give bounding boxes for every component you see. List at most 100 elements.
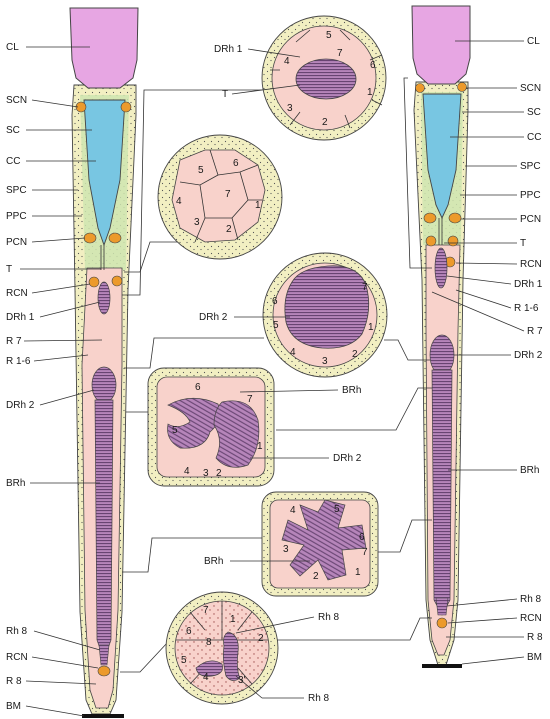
s1-cell-7: 7 xyxy=(337,48,343,59)
right-label-bm: BM xyxy=(527,652,542,663)
section-rh8: 7 1 6 2 8 5 4 3' Rh 8 Rh 8 xyxy=(165,591,340,705)
s3-cell-7: 7 xyxy=(362,282,368,293)
s6-cell-5: 5 xyxy=(181,655,187,666)
s4-cell-3: 3 xyxy=(203,468,209,479)
right-distal-rhabdom-2 xyxy=(429,334,455,376)
s6-cell-1: 1 xyxy=(230,614,236,625)
right-basement-membrane xyxy=(422,664,462,668)
s2-cell-6: 6 xyxy=(233,158,239,169)
left-rhabdom-8 xyxy=(98,644,110,666)
section-drh2: 6 7 5 4 3 2 1 DRh 2 xyxy=(199,252,388,378)
left-corneal-lens xyxy=(69,7,139,89)
s5-cell-6: 6 xyxy=(359,532,365,543)
left-label-pcn: PCN xyxy=(6,237,27,248)
s4-label-drh2: DRh 2 xyxy=(333,453,362,464)
s3-label-drh2: DRh 2 xyxy=(199,312,228,323)
section-4-rhabdom-b xyxy=(213,400,260,468)
left-pigment-nucleus-r xyxy=(108,232,122,244)
s5-cell-4: 4 xyxy=(290,505,296,516)
s5-cell-7: 7 xyxy=(362,547,368,558)
left-label-group: CL SCN SC CC SPC PPC PCN T RCN DRh 1 R 7… xyxy=(6,42,103,717)
s1-cell-3: 3 xyxy=(287,103,293,114)
right-pigment-nucleus-l xyxy=(423,212,437,224)
s4-cell-5: 5 xyxy=(172,425,178,436)
s6-label-rh8-top: Rh 8 xyxy=(318,612,340,623)
left-label-spc: SPC xyxy=(6,185,27,196)
s5-cell-3: 3 xyxy=(283,544,289,555)
s6-cell-4: 4 xyxy=(203,672,209,683)
left-label-drh2: DRh 2 xyxy=(6,400,35,411)
left-label-bm: BM xyxy=(6,701,21,712)
left-label-scn: SCN xyxy=(6,95,27,106)
s2-cell-2: 2 xyxy=(226,224,232,235)
section-5-rhabdom xyxy=(281,499,367,581)
s3-cell-1: 1 xyxy=(368,322,374,333)
s5-cell-5: 5 xyxy=(334,504,340,515)
left-label-rh8: Rh 8 xyxy=(6,626,28,637)
section-rh8-rhabdom-a xyxy=(195,660,223,677)
right-label-pcn: PCN xyxy=(520,214,541,225)
section-brh-drh2: 6 7 5 4 3 2 1 BRh DRh 2 xyxy=(147,367,362,487)
left-pigment-nucleus-l xyxy=(83,232,97,244)
right-label-group: CL SCN SC CC SPC PPC PCN T RCN DRh 1 R 1… xyxy=(431,36,543,665)
s4-cell-7: 7 xyxy=(247,394,253,405)
left-label-t: T xyxy=(6,264,12,275)
left-basal-rhabdom xyxy=(94,399,114,662)
left-label-r7: R 7 xyxy=(6,336,22,347)
s2-cell-5: 5 xyxy=(198,165,204,176)
right-label-sc: SC xyxy=(527,107,541,118)
s1-label-t: T xyxy=(222,89,228,100)
s6-cell-8: 8 xyxy=(206,637,212,648)
right-label-spc: SPC xyxy=(520,161,541,172)
s5-label-brh: BRh xyxy=(204,556,223,567)
section-drh1: 5 7 6 1 2 3 4 DRh 1 T xyxy=(214,15,387,141)
s6-cell-7: 7 xyxy=(203,605,209,616)
section-2-cells xyxy=(171,149,266,243)
right-label-drh2: DRh 2 xyxy=(514,350,543,361)
s6-cell-6: 6 xyxy=(186,626,192,637)
right-pigment-nucleus-r xyxy=(448,212,462,224)
left-distal-rhabdom-1 xyxy=(97,281,111,315)
right-retinula-nucleus-r xyxy=(447,235,459,247)
s3-cell-6: 6 xyxy=(272,296,278,307)
s3-cell-4: 4 xyxy=(290,347,296,358)
left-label-rcn-basal: RCN xyxy=(6,652,28,663)
left-semper-nucleus-r xyxy=(120,101,132,113)
right-label-rcn-basal: RCN xyxy=(520,613,542,624)
right-label-drh1: DRh 1 xyxy=(514,279,543,290)
left-distal-rhabdom-2 xyxy=(91,366,117,404)
s2-cell-7: 7 xyxy=(225,189,231,200)
section-drh2-rhabdom xyxy=(284,265,370,349)
s4-cell-4: 4 xyxy=(184,466,190,477)
left-label-rcn: RCN xyxy=(6,288,28,299)
right-label-scn: SCN xyxy=(520,83,541,94)
left-label-cl: CL xyxy=(6,42,19,53)
s4-cell-6: 6 xyxy=(195,382,201,393)
s1-cell-4: 4 xyxy=(284,56,290,67)
left-label-ppc: PPC xyxy=(6,211,27,222)
section-cross-2: 5 6 7 4 1 3 2 xyxy=(157,134,283,260)
right-label-r1-6: R 1-6 xyxy=(514,303,539,314)
left-label-cc: CC xyxy=(6,156,20,167)
s1-cell-1: 1 xyxy=(367,87,373,98)
left-crystalline-cone xyxy=(83,99,126,247)
s1-cell-6: 6 xyxy=(370,60,376,71)
section-brh: 4 5 6 3 7 1 2 BRh xyxy=(204,491,379,597)
right-label-t: T xyxy=(520,238,526,249)
left-label-sc: SC xyxy=(6,125,20,136)
right-r8-nucleus xyxy=(436,617,448,629)
s5-cell-2: 2 xyxy=(313,571,319,582)
right-rhabdom-8 xyxy=(435,597,449,616)
left-basement-membrane xyxy=(82,714,124,718)
left-r8-nucleus xyxy=(97,665,111,677)
s1-cell-5: 5 xyxy=(326,30,332,41)
s2-cell-1: 1 xyxy=(255,200,261,211)
s2-cell-3: 3 xyxy=(194,217,200,228)
right-ommatidium xyxy=(411,5,471,668)
section-rh8-rhabdom-b xyxy=(222,631,241,681)
s4-label-brh: BRh xyxy=(342,385,361,396)
right-corneal-lens xyxy=(411,5,471,85)
s3-cell-2: 2 xyxy=(352,349,358,360)
left-ommatidium xyxy=(69,7,139,718)
